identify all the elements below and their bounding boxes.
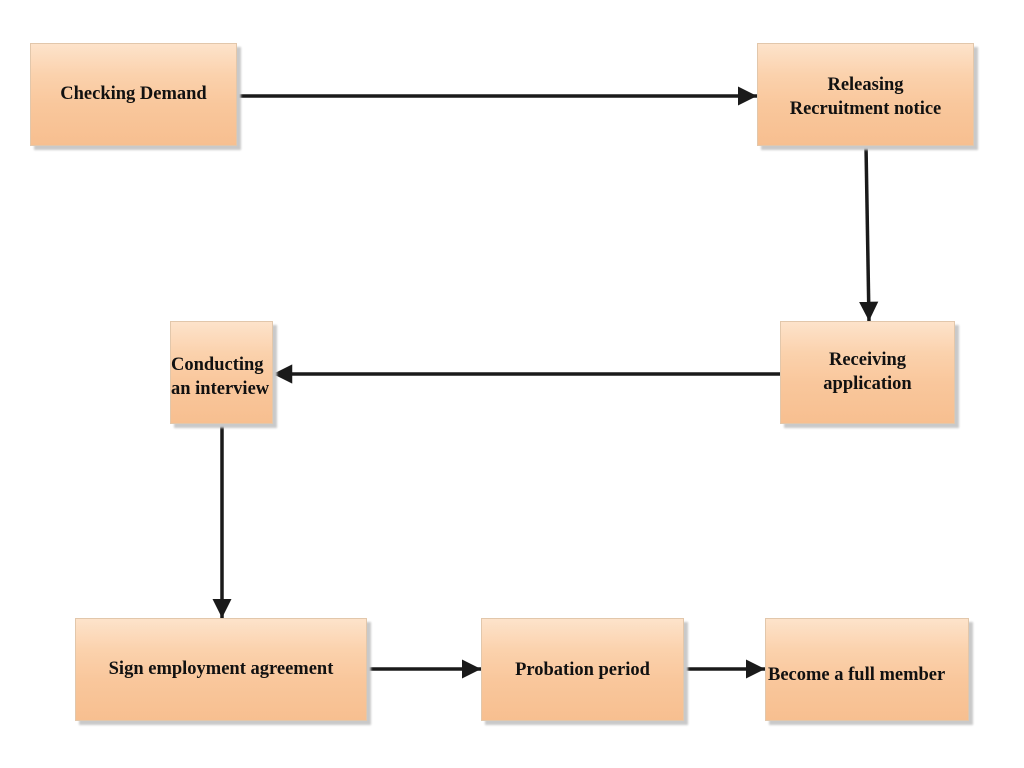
node-releasing-recruitment-notice: Releasing Recruitment notice: [757, 43, 974, 146]
node-label: Probation period: [515, 660, 650, 680]
node-conducting-interview: Conducting an interview: [170, 321, 273, 424]
node-probation-period: Probation period: [481, 618, 684, 721]
node-receiving-application: Receiving application: [780, 321, 955, 424]
arrow-releasing-to-receiving: [859, 145, 879, 322]
node-become-full-member: Become a full member: [765, 618, 969, 721]
node-label: Releasing Recruitment notice: [789, 74, 942, 119]
node-label: Checking Demand: [60, 83, 207, 104]
node-label: Sign employment agreement: [108, 659, 334, 679]
node-checking-demand: Checking Demand: [30, 43, 237, 146]
node-label: Become a full member: [768, 665, 946, 685]
node-sign-employment-agreement: Sign employment agreement: [75, 618, 367, 721]
node-label: Receiving application: [823, 349, 912, 394]
node-label: Conducting an interview: [171, 355, 270, 399]
